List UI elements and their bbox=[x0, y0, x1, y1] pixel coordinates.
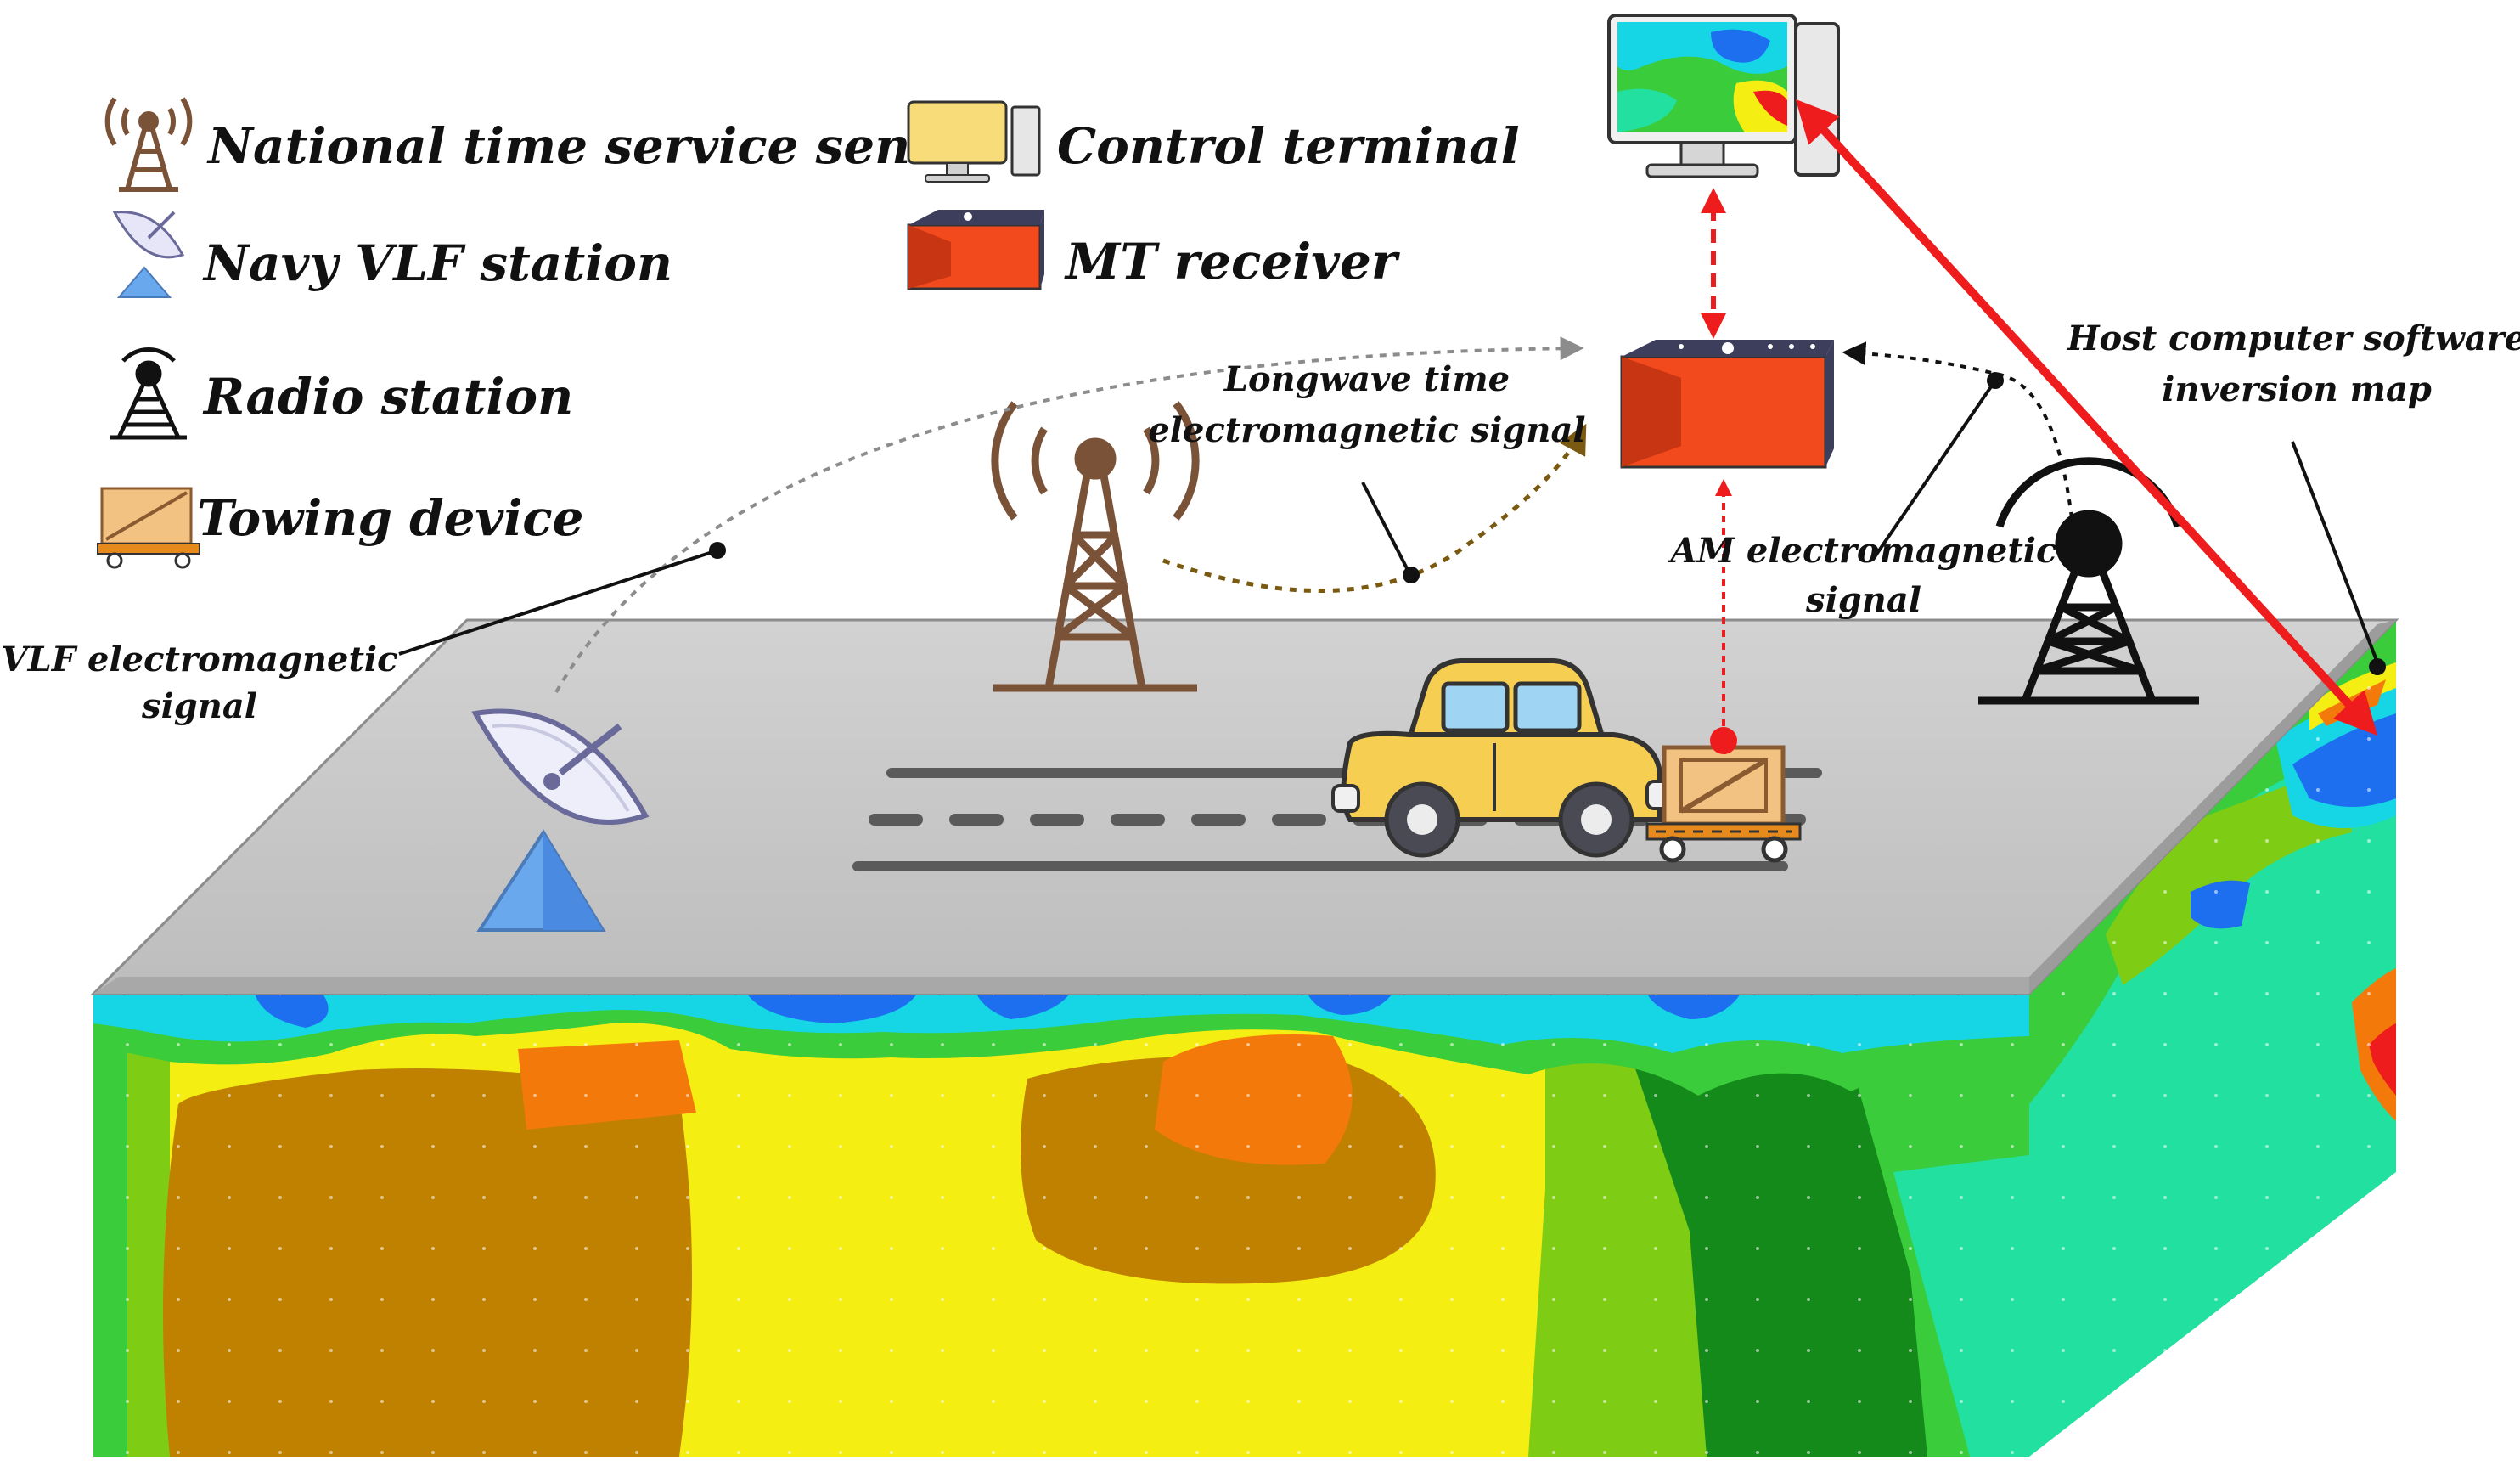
legend-navy-vlf-label: Navy VLF station bbox=[202, 234, 672, 292]
surface-front-bevel bbox=[93, 977, 2029, 994]
inversion-front-face bbox=[93, 994, 2029, 1457]
monitor-inversion-link bbox=[1795, 99, 2378, 736]
longwave-label-line2: electromagnetic signal bbox=[1148, 410, 1585, 450]
longwave-label-line1: Longwave time bbox=[1223, 359, 1510, 399]
legend-control-terminal-label: Control terminal bbox=[1057, 117, 1520, 175]
legend-national-time-label: National time service senter bbox=[206, 117, 994, 175]
towing-signal-origin bbox=[1710, 727, 1737, 754]
mt-receiver-icon bbox=[907, 210, 1044, 290]
leader-lines bbox=[398, 379, 2379, 663]
legend-radio-station-label: Radio station bbox=[202, 368, 573, 426]
longwave-leader-dot bbox=[1403, 567, 1420, 583]
vlf-label-line1: VLF electromagnetic bbox=[2, 640, 398, 679]
mt-receiver-box bbox=[1620, 340, 1834, 469]
legend-towing-device-label: Towing device bbox=[197, 489, 583, 547]
am-label-line2: signal bbox=[1805, 580, 1921, 620]
am-label-line1: AM electromagnetic bbox=[1668, 531, 2057, 571]
legend-mt-receiver-label: MT receiver bbox=[1064, 233, 1401, 290]
vlf-label-line2: signal bbox=[141, 686, 257, 726]
satellite-dish-icon bbox=[112, 211, 185, 298]
navy-vlf-dish bbox=[471, 708, 650, 932]
radio-tower-icon bbox=[110, 347, 187, 440]
am-leader-dot bbox=[1987, 372, 2004, 389]
host-label-line1: Host computer software bbox=[2067, 319, 2520, 358]
broadcast-tower-icon bbox=[104, 97, 193, 192]
ground-surface bbox=[90, 618, 2399, 995]
car-icon bbox=[1331, 658, 1707, 858]
host-leader-dot bbox=[2369, 658, 2386, 675]
longwave-signal-path bbox=[1162, 423, 1587, 594]
monitor-icon bbox=[907, 100, 1041, 183]
vlf-leader-dot bbox=[709, 542, 726, 559]
inversion-side-face bbox=[2029, 620, 2396, 1457]
towing-device-icon bbox=[97, 487, 200, 569]
legend: National time service senter Control ter… bbox=[97, 97, 1520, 569]
vlf-signal-path bbox=[554, 336, 1584, 693]
national-time-tower bbox=[991, 401, 1200, 692]
host-label-line2: inversion map bbox=[2162, 369, 2432, 409]
control-terminal-monitor bbox=[1607, 14, 1840, 178]
towing-device bbox=[1645, 745, 1802, 863]
